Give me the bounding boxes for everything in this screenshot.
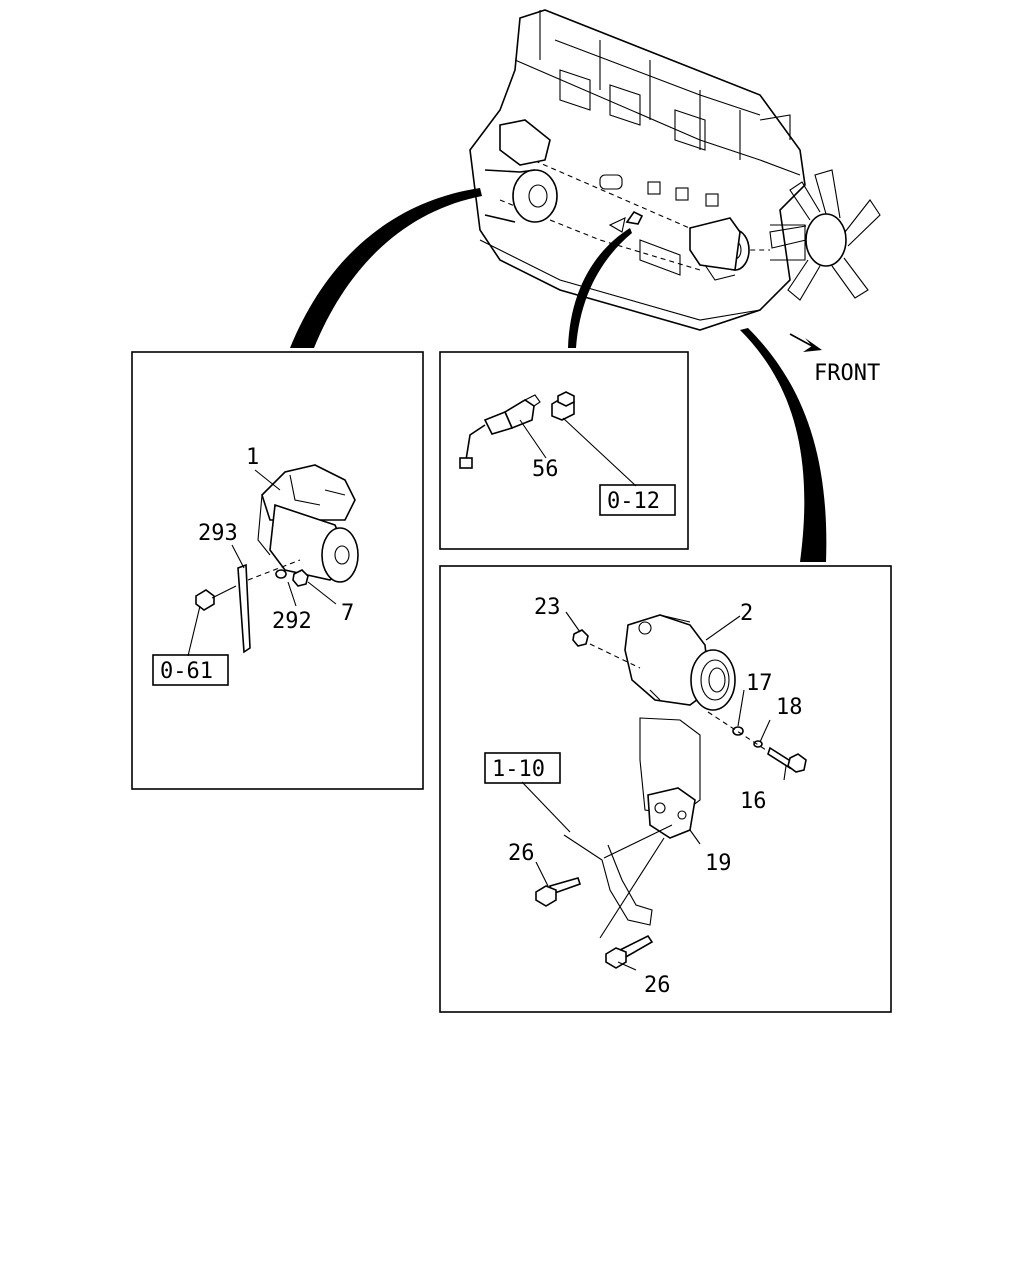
label-alternator-bolt: 16 — [740, 789, 767, 814]
label-alternator-nut: 23 — [534, 595, 561, 620]
starter-motor — [257, 464, 359, 583]
ref-box-0-61-label: 0-61 — [160, 659, 213, 684]
ref-box-1-10[interactable] — [484, 752, 561, 784]
starter-nut — [292, 569, 309, 587]
alternator-nut — [572, 629, 589, 647]
label-starter: 1 — [246, 445, 259, 470]
starter-bracket — [237, 563, 251, 654]
bolt-lower — [605, 934, 654, 969]
alternator-on-engine — [689, 217, 750, 281]
alternator-spring-washer — [753, 740, 763, 748]
alternator-bracket — [647, 787, 696, 839]
alternator — [624, 614, 736, 711]
label-alternator: 2 — [740, 601, 753, 626]
label-bolt-lower: 26 — [644, 973, 671, 998]
callout-leaders — [290, 188, 827, 562]
panel-starter: 1 293 292 7 0-61 — [131, 351, 424, 790]
label-sensor: 56 — [532, 457, 559, 482]
panel-sensor: 56 0-12 — [439, 351, 689, 550]
front-direction-label: FRONT — [814, 361, 880, 386]
alternator-bolt — [767, 746, 807, 773]
starter-bolt — [195, 589, 215, 611]
plug — [551, 391, 575, 421]
label-starter-bracket: 293 — [198, 521, 238, 546]
starter-washer — [275, 569, 287, 579]
label-bolt-upper: 26 — [508, 841, 535, 866]
panel-alternator: 23 2 17 18 16 19 26 26 1-10 — [439, 565, 892, 1013]
sensor — [459, 394, 541, 469]
label-starter-nut: 7 — [341, 601, 354, 626]
ref-box-0-12-label: 0-12 — [607, 489, 660, 514]
ref-box-1-10-label: 1-10 — [492, 757, 545, 782]
label-alternator-spring-washer: 18 — [776, 695, 803, 720]
ref-box-0-12[interactable] — [599, 484, 676, 516]
starter-on-engine — [484, 119, 558, 223]
label-alternator-washer: 17 — [746, 671, 773, 696]
bolt-upper — [535, 877, 582, 907]
label-alternator-bracket: 19 — [705, 851, 732, 876]
engine-overview: FRONT — [469, 9, 881, 386]
label-starter-washer: 292 — [272, 609, 312, 634]
cooling-fan — [759, 114, 881, 301]
ref-box-0-61[interactable] — [152, 654, 229, 686]
